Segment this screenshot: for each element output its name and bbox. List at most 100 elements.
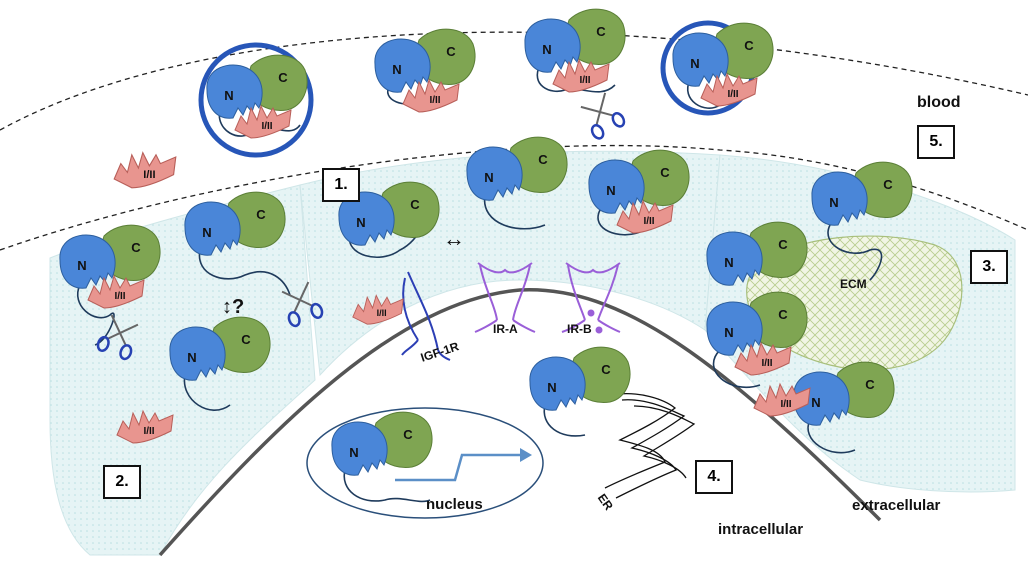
peptide-linker — [597, 209, 641, 236]
region3-c-domain-only: CN — [706, 221, 808, 286]
peptide-linker — [343, 469, 431, 503]
region1-complex-free: CN — [338, 181, 440, 258]
fragment-shape — [734, 341, 792, 376]
c-domain-label: C — [278, 70, 288, 85]
n-domain-label: N — [349, 445, 358, 460]
n-domain-label: N — [224, 88, 233, 103]
region3-complex-bound: C NI/II — [706, 291, 808, 388]
label-nucleus: nucleus — [426, 496, 483, 513]
region-4-box: 4. — [695, 460, 733, 494]
c-domain-label: C — [865, 377, 875, 392]
n-domain-label: N — [356, 215, 365, 230]
fragment-shape — [753, 382, 811, 417]
region1-complex-dissociated: CN — [466, 136, 568, 230]
peptide-linker — [483, 194, 546, 230]
fragment-shape — [552, 58, 610, 93]
c-domain-label: C — [778, 237, 788, 252]
n-domain-shape — [59, 234, 116, 289]
n-domain-label: N — [606, 183, 615, 198]
endoplasmic-reticulum — [604, 393, 696, 499]
label-extracellular: extracellular — [852, 497, 941, 514]
region3-complex-free: CN — [793, 361, 895, 454]
fragment-shape — [402, 78, 460, 113]
peptide-linker — [827, 224, 883, 281]
region2-protease-scissors-left — [96, 314, 139, 361]
peptide-linker — [543, 404, 586, 437]
n-domain-label: N — [724, 255, 733, 270]
n-domain-label: N — [484, 170, 493, 185]
c-domain-label: C — [660, 165, 670, 180]
blood-vessel-top-boundary — [0, 31, 1028, 131]
n-domain-label: N — [811, 395, 820, 410]
n-domain-shape — [184, 201, 241, 256]
label-ecm: ECM — [840, 277, 867, 291]
c-domain-label: C — [538, 152, 548, 167]
transcription-arrow — [395, 453, 522, 482]
region-1-box: 1. — [322, 168, 360, 202]
region2-protease-scissors-right — [281, 281, 324, 328]
igf-fragment: I/II — [552, 58, 610, 93]
n-domain-shape — [588, 159, 645, 214]
n-domain-label: N — [542, 42, 551, 57]
c-domain-label: C — [256, 207, 266, 222]
blood-complex-bound-left: C NI/II — [206, 54, 308, 139]
ir-b-receptor — [561, 262, 621, 333]
c-domain-label: C — [410, 197, 420, 212]
peptide-linker — [712, 349, 761, 388]
igf-fragment: I/II — [352, 294, 404, 325]
fragment-shape — [616, 199, 674, 234]
fragment-label: I/II — [429, 95, 440, 106]
label-irb: IR-B — [567, 322, 592, 336]
n-domain-shape — [811, 171, 868, 226]
n-domain-label: N — [202, 225, 211, 240]
c-domain-label: C — [596, 24, 606, 39]
c-domain-label: C — [883, 177, 893, 192]
region2-complex-separated: CN — [169, 316, 271, 411]
igf-fragment: I/II — [87, 274, 145, 309]
nucleus-envelope — [306, 407, 544, 519]
blood-complex-bound-right: C N I/II — [672, 22, 774, 109]
fragment-shape — [700, 72, 758, 107]
fragment-label: I/II — [114, 291, 125, 302]
c-domain-label: C — [744, 38, 754, 53]
c-domain-label: C — [403, 427, 413, 442]
region4-complex-er: CN — [529, 346, 631, 437]
fragment-label: I/II — [780, 399, 791, 410]
n-domain-label: N — [77, 258, 86, 273]
ir-a-receptor — [474, 262, 536, 333]
igf-fragment: I/II — [734, 341, 792, 376]
nucleus-complex: CN — [331, 411, 433, 503]
c-domain-label: C — [241, 332, 251, 347]
region-2-box: 2. — [103, 465, 141, 499]
igf-fragment: I/II — [402, 78, 460, 113]
blood-complex-bound-center: C N I/II — [374, 28, 476, 113]
transcription-arrow-head — [520, 448, 532, 462]
fragment-shape — [113, 151, 177, 189]
ir-b-exon-dot — [587, 309, 595, 317]
n-domain-label: N — [392, 62, 401, 77]
blood-vessel-bottom-boundary — [0, 144, 1028, 251]
fragment-shape — [352, 294, 404, 325]
peptide-linker — [198, 249, 291, 296]
cell-membrane — [158, 288, 882, 557]
double-arrow-vertical: ↕ — [222, 296, 232, 318]
region3-complex-ecm: CN — [811, 161, 913, 281]
igf-fragment: I/II — [234, 104, 292, 139]
c-domain-label: C — [778, 307, 788, 322]
n-domain-shape — [206, 64, 263, 119]
n-domain-label: N — [724, 325, 733, 340]
question-mark: ? — [232, 296, 245, 318]
fragment-shape — [234, 104, 292, 139]
fragment-label: I/II — [727, 89, 738, 100]
n-domain-shape — [529, 356, 586, 411]
n-domain-label: N — [690, 56, 699, 71]
fragment-label: I/II — [643, 216, 654, 227]
peptide-linker — [183, 374, 231, 411]
region2-complex-free: CN — [184, 191, 291, 296]
c-domain-label: C — [446, 44, 456, 59]
n-domain-shape — [672, 32, 729, 87]
igf-fragment: I/II — [616, 199, 674, 234]
